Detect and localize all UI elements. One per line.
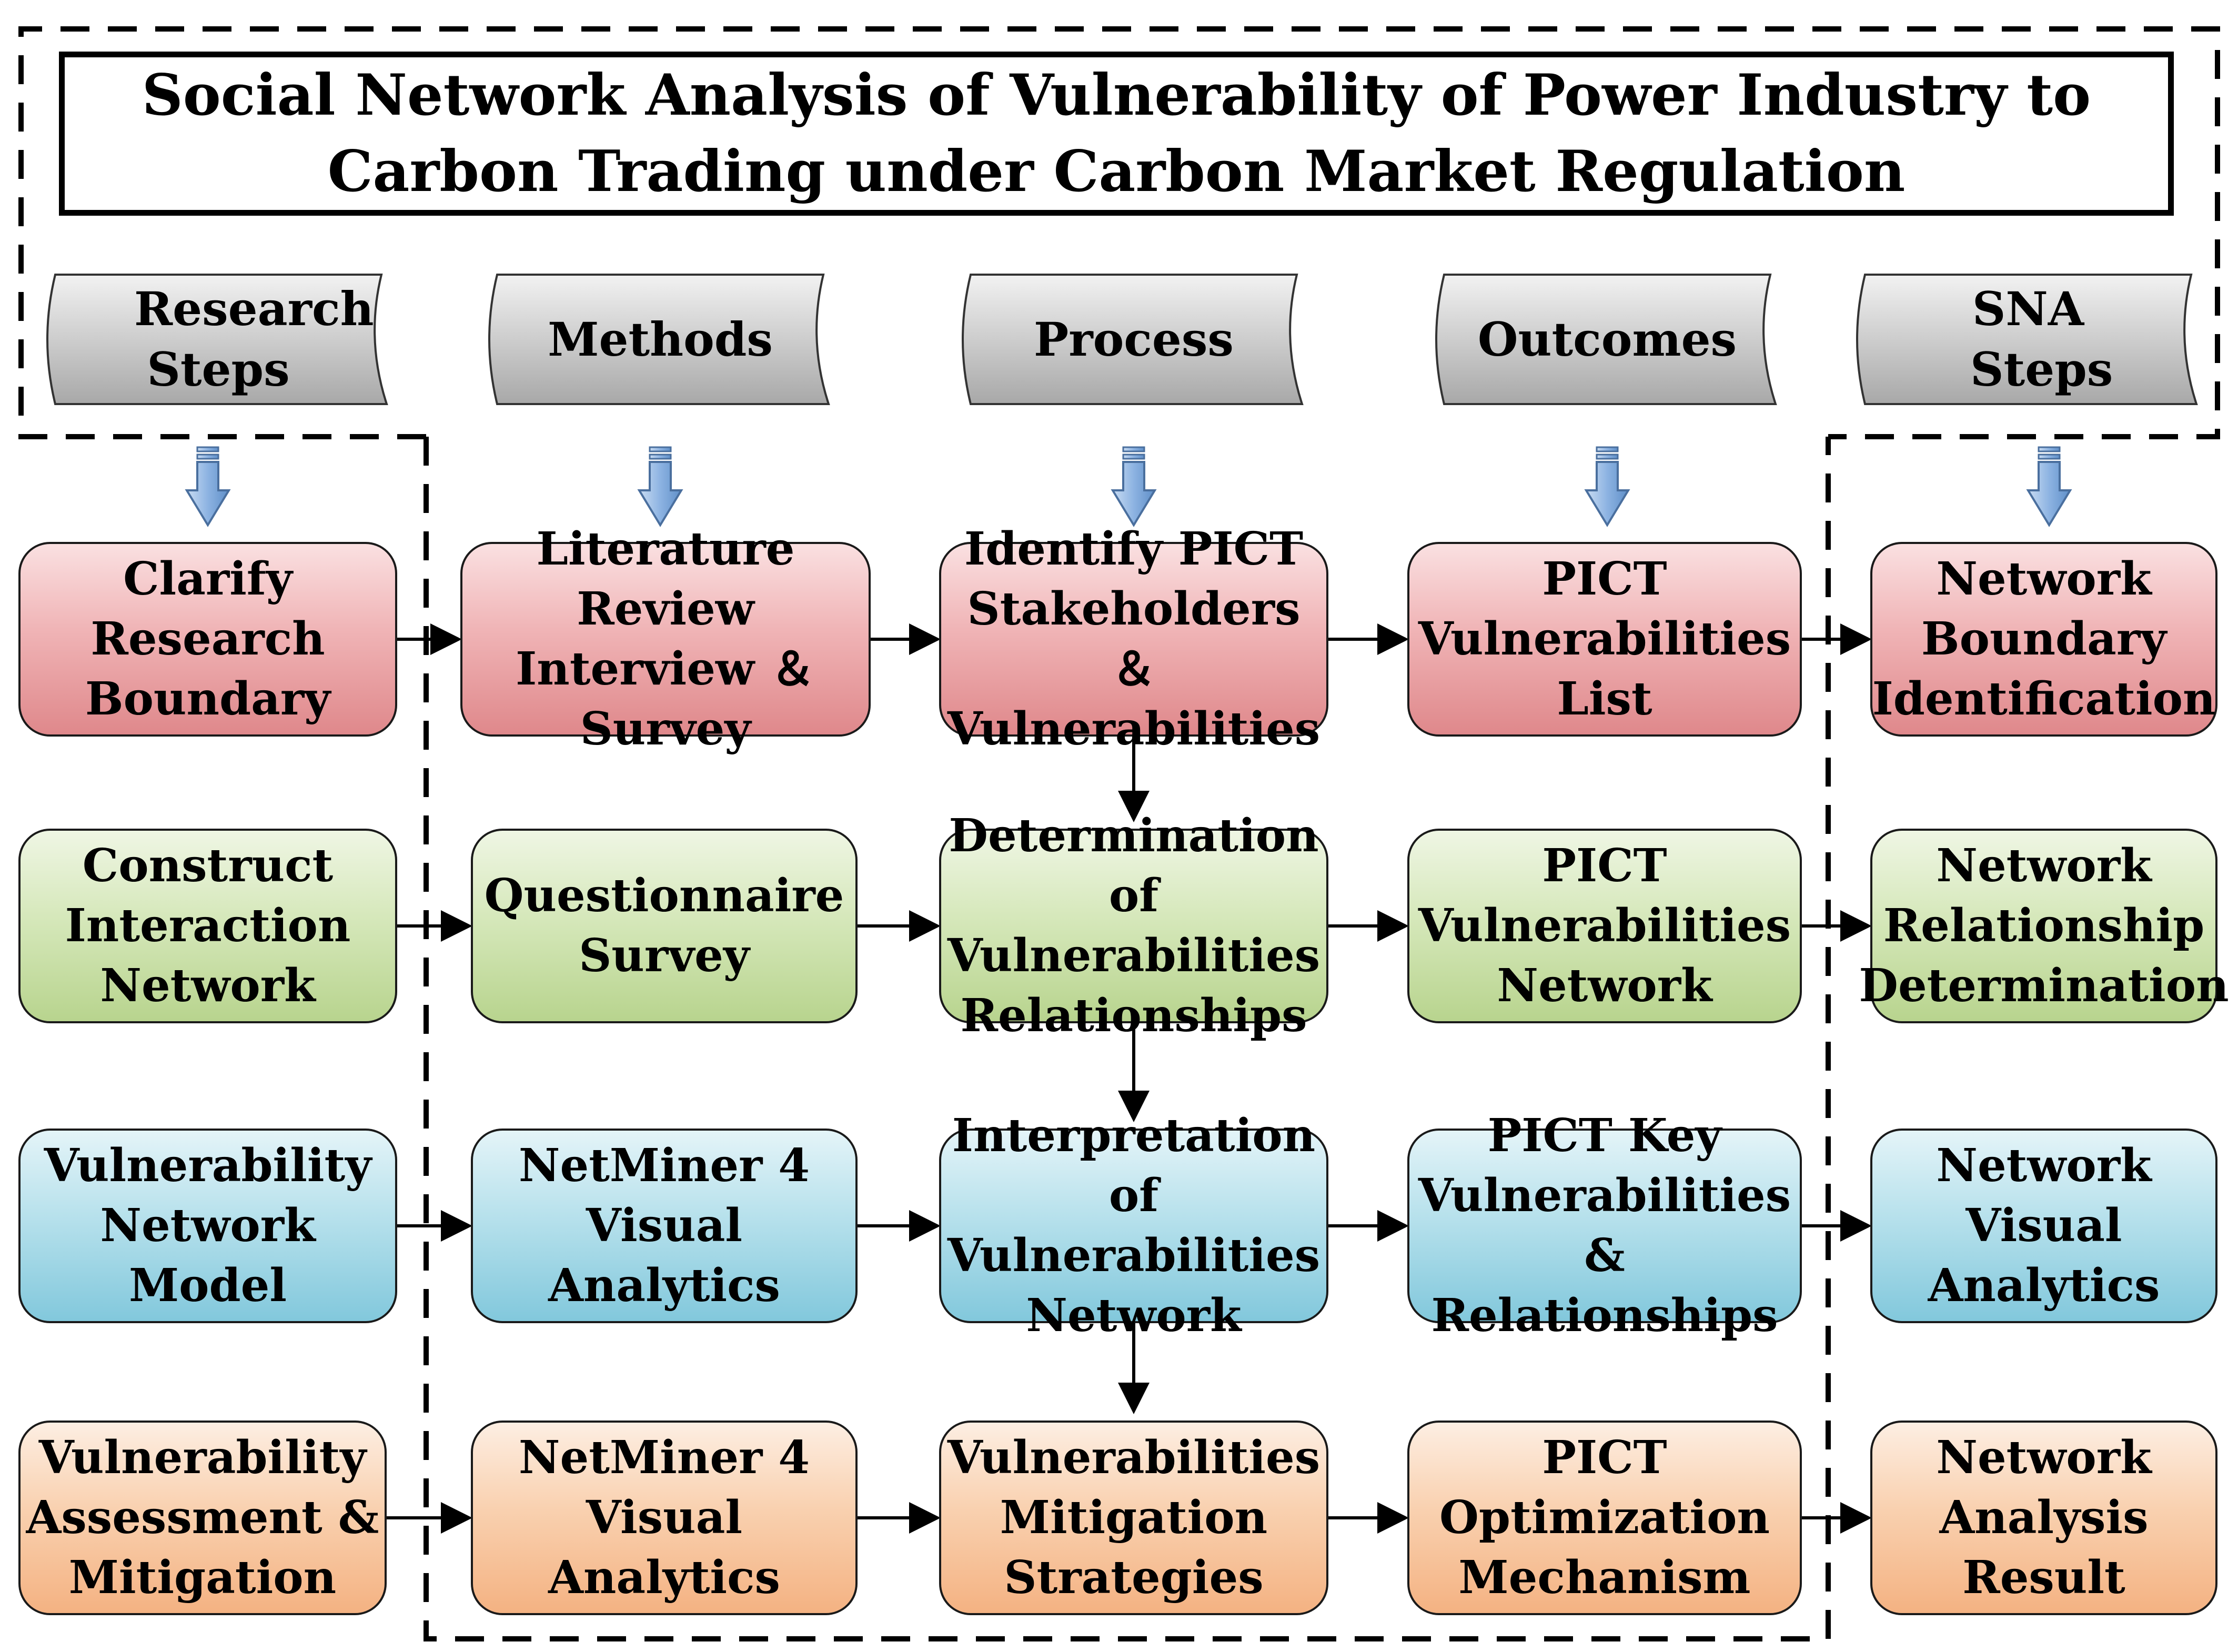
node-research-step-4: Vulnerability Assessment & Mitigation — [18, 1421, 387, 1615]
node-sna-step-3: Network Visual Analytics — [1870, 1129, 2217, 1323]
scroll-banner-shape — [1856, 274, 2198, 405]
header-process: Process — [960, 274, 1307, 405]
header-label: Process — [1034, 311, 1234, 367]
node-method-4: NetMiner 4 Visual Analytics — [471, 1421, 858, 1615]
node-outcome-1: PICT Vulnerabilities List — [1407, 542, 1802, 737]
node-method-3: NetMiner 4 Visual Analytics — [471, 1129, 858, 1323]
node-research-step-2: Construct Interaction Network — [18, 829, 397, 1023]
dashed-outline-top — [18, 26, 2220, 439]
header-methods: Methods — [487, 274, 834, 405]
scroll-banner-shape — [46, 274, 388, 405]
node-process-1: Identify PICT Stakeholders ＆ Vulnerabili… — [939, 522, 1328, 756]
diagram-title: Social Network Analysis of Vulnerability… — [142, 62, 2091, 205]
node-outcome-2: PICT Vulnerabilities Network — [1407, 829, 1802, 1023]
header-label: SNA Steps — [1970, 281, 2113, 397]
dashed-outline-middle — [424, 437, 1831, 1641]
scroll-banner-shape — [962, 274, 1304, 405]
node-sna-step-4: Network Analysis Result — [1870, 1421, 2217, 1615]
header-label: Methods — [548, 311, 773, 367]
node-process-2: Determination of Vulnerabilities Relatio… — [939, 809, 1328, 1042]
header-sna-steps: SNA Steps — [1854, 274, 2202, 405]
node-process-3: Interpretation of Vulnerabilities Networ… — [939, 1109, 1328, 1342]
node-outcome-4: PICT Optimization Mechanism — [1407, 1421, 1802, 1615]
node-process-4: Vulnerabilities Mitigation Strategies — [939, 1421, 1328, 1615]
header-outcomes: Outcomes — [1434, 274, 1781, 405]
node-research-step-1: Clarify Research Boundary — [18, 542, 397, 737]
node-method-2: Questionnaire Survey — [471, 829, 858, 1023]
scroll-banner-shape — [488, 274, 830, 405]
title-box: Social Network Analysis of Vulnerability… — [59, 52, 2174, 216]
header-label: Research Steps — [134, 281, 374, 397]
node-method-1: Literature Review Interview ＆Survey — [460, 522, 871, 756]
node-sna-step-2: Network Relationship Determination — [1859, 829, 2229, 1023]
node-outcome-3: PICT Key Vulnerabilities & Relationships — [1407, 1109, 1802, 1342]
header-research-steps: Research Steps — [45, 274, 392, 405]
node-sna-step-1: Network Boundary Identification — [1870, 542, 2217, 737]
header-label: Outcomes — [1477, 311, 1737, 367]
node-research-step-3: Vulnerability Network Model — [18, 1129, 397, 1323]
scroll-banner-shape — [1435, 274, 1777, 405]
